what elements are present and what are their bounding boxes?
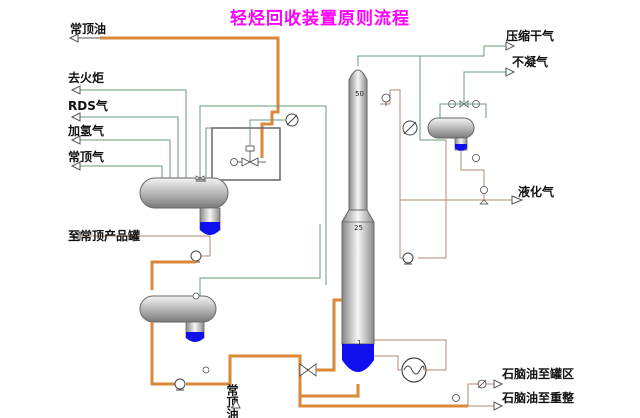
control-valve-box — [211, 127, 281, 181]
flare-label: 去火炬 — [68, 70, 104, 85]
top-oil-label: 常顶油 — [70, 21, 106, 36]
accumulator-bottom-line — [460, 150, 485, 200]
accumulator-gas-line — [439, 103, 487, 118]
bottom-oil-line — [150, 322, 176, 386]
valve-icon — [195, 175, 205, 181]
pump-2-icon — [174, 378, 186, 391]
heat-exchanger-top-icon — [285, 113, 299, 127]
tray-1-label: 1 — [357, 339, 361, 347]
hydrogenation-gas-label: 加氢气 — [67, 123, 104, 138]
product-tank-line — [70, 231, 211, 257]
overhead-accumulator — [427, 117, 475, 151]
column-feed-line — [316, 298, 342, 372]
top-gas-line — [70, 161, 163, 178]
flare-line — [70, 85, 187, 178]
tray-50-label: 50 — [355, 90, 364, 98]
flow-meter-icon — [479, 186, 489, 205]
top-gas-label: 常顶气 — [68, 149, 104, 164]
feed-valve-icon — [299, 363, 317, 377]
inlet-arrow-icon — [231, 398, 241, 409]
drum2-gas-line — [199, 224, 321, 296]
to-product-tank-label: 至常顶产品罐 — [68, 228, 140, 243]
reflux-return-line — [399, 200, 412, 259]
naphtha-to-tank-label: 石脑油至罐区 — [501, 366, 574, 381]
reboiler-loop-line — [374, 355, 402, 371]
control-valve-icon — [230, 145, 266, 167]
liquefied-gas-arrow — [511, 195, 524, 205]
pressure-gauge-icon — [381, 93, 391, 106]
reflux-pump-line — [418, 140, 447, 259]
pump-to-column-line — [150, 260, 196, 290]
vessel-gas-outlet-line — [199, 105, 327, 285]
pump-1-icon — [190, 250, 202, 263]
rds-gas-label: RDS气 — [68, 98, 108, 113]
atm-top-oil-inlet-label: 常顶油 — [225, 383, 239, 418]
condenser-icon — [402, 120, 418, 136]
top-oil-line — [68, 33, 280, 158]
reboiler-return-line — [374, 339, 447, 371]
tray-25-label: 25 — [354, 224, 363, 232]
compressed-dry-gas-line — [420, 41, 516, 57]
distillation-column — [341, 69, 375, 372]
control-loop-line — [205, 127, 216, 178]
naphtha-valve-icon — [477, 379, 487, 389]
column-bottom-line — [300, 384, 360, 398]
reflux-drum-2 — [139, 295, 217, 342]
naphtha-to-reforming-label: 石脑油至重整 — [501, 390, 574, 405]
rds-gas-line — [70, 112, 179, 178]
reflux-drum-1 — [139, 177, 229, 235]
drum2-instrument-icon — [192, 292, 200, 300]
naphtha-flow-icon — [452, 394, 460, 402]
diagram-title: 轻烃回收装置原则流程 — [230, 9, 410, 29]
pump2-instrument-icon — [202, 366, 210, 374]
level-gauge-icon — [472, 154, 480, 162]
overhead-line-2 — [419, 56, 446, 141]
non-condensable-gas-line — [463, 67, 516, 104]
hydrogenation-gas-line — [70, 135, 171, 178]
naphtha-main-line — [298, 356, 468, 408]
naphtha-to-reforming-line — [468, 401, 504, 411]
overhead-vapor-line — [357, 55, 421, 66]
reflux-pump-icon — [402, 252, 414, 265]
non-condensable-gas-label: 不凝气 — [512, 54, 548, 69]
reflux-line — [380, 89, 484, 201]
liquefied-gas-label: 液化气 — [518, 184, 554, 199]
compressed-dry-gas-label: 压缩干气 — [506, 28, 554, 43]
reboiler — [401, 357, 427, 383]
